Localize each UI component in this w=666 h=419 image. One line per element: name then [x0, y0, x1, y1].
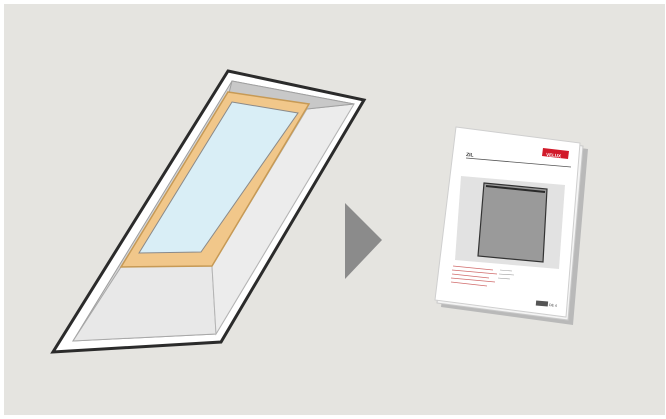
brand-logo: [542, 148, 569, 159]
window-glass: [138, 101, 299, 254]
instruction-booklet: [434, 126, 588, 325]
next-step-arrow-icon: [345, 203, 382, 279]
blind-product-image: [477, 182, 548, 263]
booklet-model-code: ZIL: [466, 152, 474, 159]
roof-window-illustration: [50, 69, 367, 354]
booklet-text-lines: [450, 265, 498, 287]
booklet-footer-mark: DE 4: [549, 303, 557, 308]
booklet-brand-text: VELUX: [546, 152, 561, 159]
